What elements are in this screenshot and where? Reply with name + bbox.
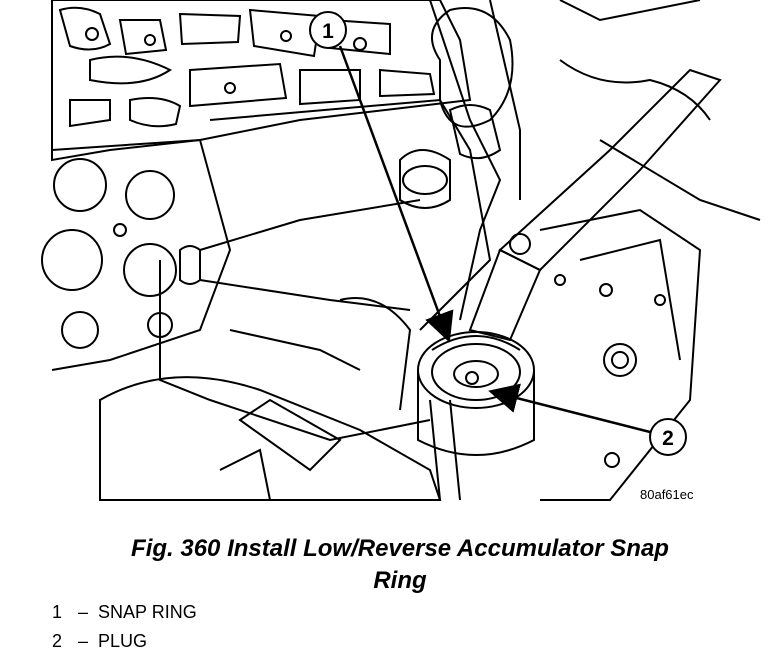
legend-item: 2–PLUG [52, 627, 197, 656]
legend-separator: – [77, 602, 88, 622]
callout-2-number: 2 [662, 427, 674, 450]
caption-line-2: Ring [373, 567, 427, 594]
snap-ring-pliers [429, 0, 761, 342]
legend-label: PLUG [98, 631, 148, 651]
callout-1-arrow [338, 45, 454, 343]
legend-separator: – [77, 631, 88, 651]
plug [453, 360, 499, 388]
figure-caption: Fig. 360 Install Low/Reverse Accumulator… [40, 533, 760, 597]
callout-1-number: 1 [322, 20, 334, 43]
legend-number: 2 [52, 631, 63, 651]
legend: 1–SNAP RING 2–PLUG [52, 598, 197, 656]
snap-ring [431, 335, 521, 351]
image-code: 80af61ec [640, 487, 694, 502]
transmission-case [99, 98, 702, 501]
legend-item: 1–SNAP RING [52, 598, 197, 627]
legend-label: SNAP RING [98, 602, 197, 622]
line-art-illustration: 1 2 [41, 0, 761, 501]
callout-1: 1 [309, 11, 454, 343]
legend-number: 1 [52, 602, 63, 622]
valve-body [51, 0, 472, 162]
accumulator-bore [417, 331, 535, 456]
callout-2: 2 [488, 383, 687, 456]
separator-plate [41, 138, 232, 371]
callout-2-arrow [488, 383, 651, 434]
caption-line-1: Fig. 360 Install Low/Reverse Accumulator… [131, 535, 669, 562]
